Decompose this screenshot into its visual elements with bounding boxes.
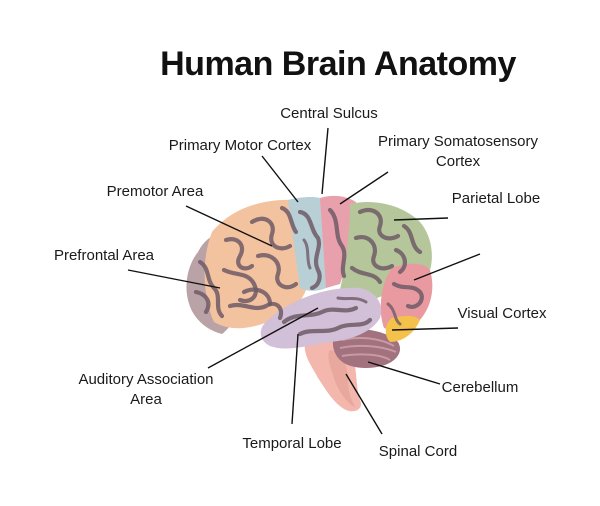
label-auditory-association-line2: Area (130, 391, 162, 408)
leader-occipital (413, 253, 481, 281)
leader-primary-somatosensory-cortex (339, 171, 389, 205)
leader-spinal-cord (345, 373, 383, 435)
leader-temporal-lobe (291, 333, 299, 425)
labels: Central Sulcus Primary Motor Cortex Prim… (54, 105, 547, 460)
label-parietal-lobe: Parietal Lobe (452, 190, 540, 207)
label-primary-somatosensory-line1: Primary Somatosensory (378, 133, 539, 150)
label-prefrontal-area: Prefrontal Area (54, 247, 155, 264)
leader-cerebellum (367, 361, 441, 385)
primary-motor-cortex-region (288, 197, 330, 291)
leader-prefrontal-area (127, 269, 221, 289)
label-spinal-cord: Spinal Cord (379, 443, 457, 460)
leader-central-sulcus (321, 127, 329, 195)
temporal-lobe-region (260, 287, 382, 349)
brain-gyri (193, 205, 424, 337)
label-primary-somatosensory-line2: Cortex (436, 153, 481, 170)
brain-illustration (186, 195, 433, 412)
label-temporal-lobe: Temporal Lobe (242, 435, 341, 452)
label-cerebellum: Cerebellum (442, 379, 519, 396)
leader-primary-motor-cortex (261, 155, 299, 203)
label-visual-cortex: Visual Cortex (458, 305, 547, 322)
leader-premotor-area (185, 205, 273, 247)
diagram-title: Human Brain Anatomy (160, 45, 516, 83)
label-auditory-association-line1: Auditory Association (78, 371, 213, 388)
leader-auditory-association-area (207, 307, 319, 369)
leader-visual-cortex (391, 327, 459, 331)
leader-parietal-lobe (393, 217, 449, 221)
label-premotor-area: Premotor Area (107, 183, 204, 200)
leader-lines (127, 127, 481, 435)
premotor-area-region (204, 199, 306, 329)
label-primary-motor-cortex: Primary Motor Cortex (169, 137, 312, 154)
label-central-sulcus: Central Sulcus (280, 105, 378, 122)
